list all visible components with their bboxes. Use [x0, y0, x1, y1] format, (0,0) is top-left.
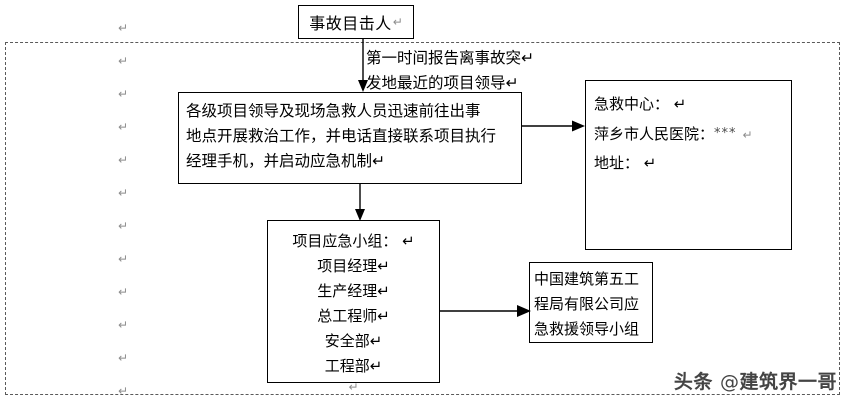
paragraph-mark: ↵	[118, 252, 129, 266]
paragraph-mark: ↵	[118, 87, 129, 101]
connector-team-to-cscec	[440, 300, 532, 322]
node-cscec-rescue-group-text: 中国建筑第五工 程局有限公司应 急救援领导小组	[534, 270, 640, 338]
address-line: 地址： ↵	[594, 154, 657, 172]
paragraph-mark: ↵	[392, 15, 403, 29]
paragraph-mark: ↵	[118, 153, 129, 167]
paragraph-mark: ↵	[118, 54, 129, 68]
hospital-label: 萍乡市人民医院：	[594, 125, 715, 143]
node-leaders-action: 各级项目领导及现场急救人员迅速前往出事 地点开展救治工作，并电话直接联系项目执行…	[178, 92, 522, 184]
connector-action-to-team	[349, 183, 371, 223]
hospital-phone-value: ***	[714, 126, 737, 141]
watermark-platform: 头条	[673, 371, 713, 393]
team-member: 安全部↵	[324, 332, 383, 350]
node-accident-witness: 事故目击人↵	[298, 5, 414, 39]
node-leaders-action-text: 各级项目领导及现场急救人员迅速前往出事 地点开展救治工作，并电话直接联系项目执行…	[186, 102, 497, 170]
paragraph-mark: ↵	[348, 380, 359, 394]
watermark-handle: 建筑界一哥	[739, 371, 837, 393]
emergency-center-line: 急救中心： ↵	[594, 95, 687, 113]
watermark: 头条 @建筑界一哥	[674, 367, 837, 394]
team-title: 项目应急小组： ↵	[292, 232, 415, 250]
paragraph-mark: ↵	[118, 285, 129, 299]
paragraph-mark: ↵	[742, 128, 753, 142]
node-project-emergency-team: 项目应急小组： ↵ 项目经理↵ 生产经理↵ 总工程师↵ 安全部↵ 工程部↵ ↵	[267, 220, 440, 394]
paragraph-mark: ↵	[118, 351, 129, 365]
paragraph-mark: ↵	[118, 219, 129, 233]
caption-report-to-nearest-leader: 第一时间报告离事故突↵ 发地最近的项目领导↵	[366, 49, 534, 92]
paragraph-mark: ↵	[118, 318, 129, 332]
hospital-line: 萍乡市人民医院：*** ↵	[594, 119, 791, 149]
team-member: 工程部↵	[324, 357, 383, 375]
team-member: 项目经理↵	[317, 257, 390, 275]
node-cscec-rescue-group: 中国建筑第五工 程局有限公司应 急救援领导小组	[529, 262, 653, 343]
paragraph-mark: ↵	[118, 186, 129, 200]
connector-action-to-hospital	[522, 115, 586, 137]
paragraph-mark: ↵	[118, 120, 129, 134]
paragraph-mark: ↵	[118, 21, 129, 35]
paragraph-mark: ↵	[118, 384, 129, 398]
node-accident-witness-label: 事故目击人	[309, 14, 392, 33]
team-member: 总工程师↵	[317, 307, 390, 325]
team-member: 生产经理↵	[317, 282, 390, 300]
watermark-at-symbol: @	[719, 371, 740, 393]
node-emergency-center: 急救中心： ↵ 萍乡市人民医院：*** ↵ 地址： ↵	[585, 80, 792, 250]
